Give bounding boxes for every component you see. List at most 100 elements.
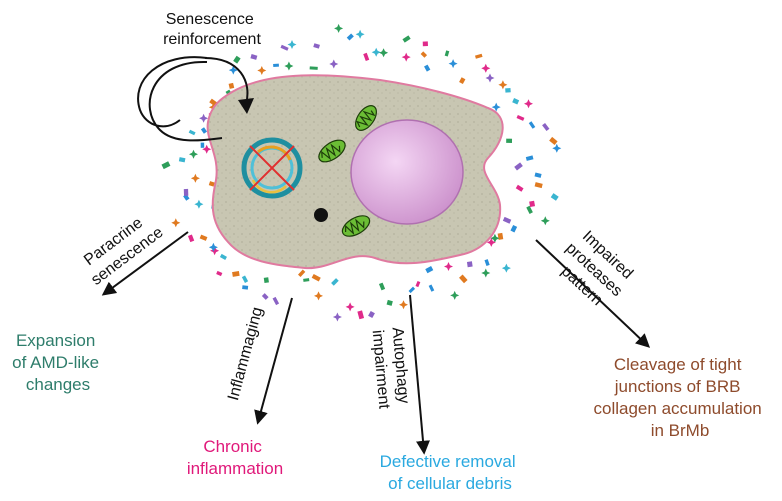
sasp-particle <box>345 302 355 312</box>
sasp-particle <box>550 193 559 201</box>
sasp-particle <box>178 157 186 163</box>
sasp-particle <box>329 59 339 69</box>
label-inflammaging: Inflammaging <box>225 305 266 402</box>
sasp-particle <box>528 121 536 129</box>
sasp-particle <box>524 99 533 109</box>
sasp-particle <box>346 33 354 41</box>
sasp-particle <box>280 44 289 51</box>
label-senescence-reinforcement: Senescence reinforcement <box>163 11 261 48</box>
arrow-reinforcement <box>148 60 223 142</box>
sasp-particle <box>450 290 460 300</box>
sasp-particle <box>402 35 411 43</box>
sasp-particle <box>514 162 523 171</box>
sasp-particle <box>485 73 495 83</box>
sasp-particle <box>297 269 306 278</box>
sasp-particle <box>526 205 533 214</box>
outcome-chronic-inflammation: Chronic inflammation <box>187 437 283 478</box>
outcome-cleavage-tight-junctions: Cleavage of tight junctions of BRB colla… <box>594 355 767 440</box>
sasp-particle <box>497 232 504 240</box>
sasp-particle <box>357 310 365 320</box>
sasp-particle <box>188 129 196 136</box>
sasp-particle <box>420 51 428 58</box>
sasp-particle <box>408 286 416 294</box>
sasp-particle <box>486 237 496 247</box>
sasp-particle <box>242 285 249 290</box>
sasp-particle <box>428 284 435 292</box>
sasp-particle <box>415 280 421 288</box>
mitochondria <box>318 105 377 237</box>
sasp-particle <box>309 66 318 70</box>
mitochondrion-3 <box>341 215 371 237</box>
sasp-particle <box>502 216 512 224</box>
sasp-particle <box>194 199 204 209</box>
sasp-particle <box>311 273 321 282</box>
sasp-particle <box>529 200 536 207</box>
sasp-particle <box>459 274 468 284</box>
sasp-particles <box>161 23 562 322</box>
cell-cycle-arrest-icon <box>241 137 303 199</box>
arrow-autophagy <box>409 294 430 455</box>
sasp-particle <box>516 114 525 121</box>
sasp-particle <box>219 253 227 260</box>
sasp-particle <box>189 149 198 159</box>
sasp-particle <box>355 29 365 39</box>
sasp-particle <box>401 52 411 62</box>
sasp-particle <box>371 47 381 57</box>
sasp-particle <box>422 41 428 47</box>
sasp-particle <box>481 268 491 278</box>
sasp-particle <box>233 55 241 64</box>
sasp-particle <box>272 296 280 306</box>
sasp-particle <box>303 278 310 282</box>
sasp-particle <box>200 142 205 148</box>
mitochondrion-2 <box>318 139 346 163</box>
sasp-particle <box>284 61 294 71</box>
sasp-particle <box>199 234 208 241</box>
sasp-particle <box>515 184 524 192</box>
sasp-particle <box>510 224 518 233</box>
arrow-proteases <box>535 239 651 348</box>
sasp-particle <box>263 277 269 283</box>
sasp-particle <box>202 144 212 154</box>
sasp-particle <box>210 246 220 256</box>
sasp-particle <box>313 43 320 49</box>
senescence-reinforcement-arrowhead <box>238 98 254 114</box>
sasp-particle <box>506 138 513 143</box>
sasp-particle <box>466 261 473 268</box>
sasp-particle <box>241 275 249 283</box>
sasp-particle <box>257 66 267 75</box>
sasp-particle <box>208 181 215 187</box>
sasp-particle <box>368 310 375 319</box>
sasp-particle <box>444 262 453 271</box>
sasp-particle <box>542 122 550 132</box>
sasp-particle <box>199 113 209 123</box>
sasp-particle <box>501 263 511 273</box>
arrow-inflammaging <box>254 297 293 425</box>
sasp-particle <box>525 155 534 161</box>
sasp-particle <box>484 259 490 266</box>
sasp-particle <box>490 233 500 243</box>
lipofuscin-dot <box>314 208 328 222</box>
sasp-particle <box>444 50 450 57</box>
sasp-particle <box>332 312 342 322</box>
sasp-particle <box>261 293 269 300</box>
nucleus <box>350 119 464 225</box>
sasp-particle <box>552 143 562 153</box>
sasp-particle <box>424 64 431 72</box>
sasp-particle <box>287 40 297 49</box>
sasp-particle <box>363 52 370 62</box>
sasp-particle <box>505 88 511 93</box>
sasp-particle <box>512 98 520 105</box>
sasp-particle <box>187 234 195 243</box>
reinforcement-loop-arrow <box>151 60 200 132</box>
sasp-particle <box>540 216 550 226</box>
sasp-particle <box>534 172 542 178</box>
sasp-particle <box>314 291 323 301</box>
sasp-particle <box>190 173 200 183</box>
sasp-particle <box>549 136 558 145</box>
outcome-defective-debris-removal: Defective removal of cellular debris <box>380 452 521 493</box>
label-autophagy-impairment: Autophagy impairment <box>369 327 413 411</box>
senescence-reinforcement-arrow <box>137 56 249 128</box>
sasp-particle <box>334 23 344 33</box>
